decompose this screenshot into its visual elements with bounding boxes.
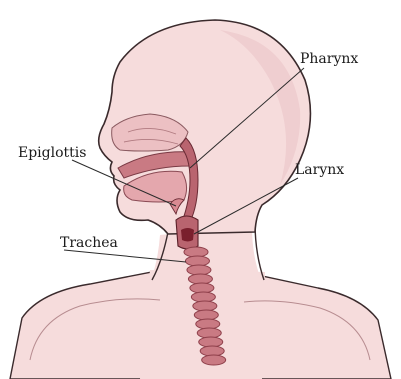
- trachea-ring: [188, 274, 212, 284]
- trachea-ring: [200, 346, 224, 356]
- trachea-label: Trachea: [60, 236, 118, 250]
- trachea-ring: [185, 256, 209, 266]
- larynx-label: Larynx: [295, 163, 344, 177]
- trachea-ring: [202, 355, 226, 365]
- trachea-ring: [199, 337, 223, 347]
- trachea-ring: [184, 247, 208, 257]
- trachea-ring: [190, 283, 214, 293]
- vocal-cords: [181, 228, 194, 242]
- epiglottis-label: Epiglottis: [18, 146, 86, 160]
- trachea-ring: [187, 265, 211, 275]
- trachea-ring: [196, 319, 220, 329]
- pharynx-label: Pharynx: [300, 52, 358, 66]
- trachea-ring: [193, 301, 217, 311]
- trachea-ring: [194, 310, 218, 320]
- trachea-ring: [191, 292, 215, 302]
- trachea-ring: [197, 328, 221, 338]
